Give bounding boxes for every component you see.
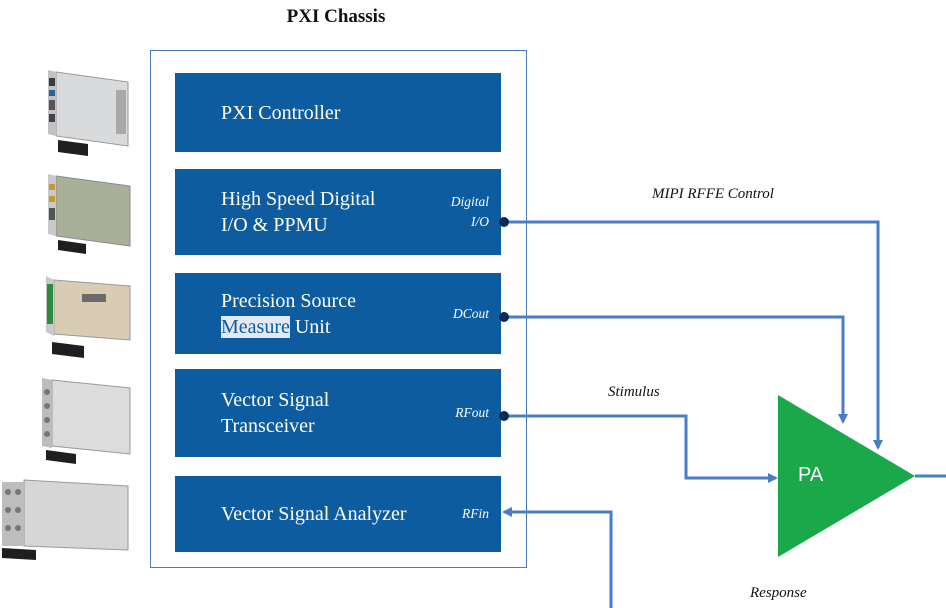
mipi-rffe-label: MIPI RFFE Control xyxy=(652,186,774,202)
module-precision-smu: Precision Source Measure Unit DCout xyxy=(175,273,501,354)
pxi-chassis-frame xyxy=(150,50,527,568)
module-name-line: I/O & PPMU xyxy=(221,214,328,236)
module-vector-signal-transceiver: Vector Signal Transceiver RFout xyxy=(175,369,501,457)
module-name-rest: Unit xyxy=(289,315,331,338)
vsa-card-image xyxy=(0,476,132,560)
stimulus-label: Stimulus xyxy=(608,384,660,400)
smu-card-image xyxy=(40,270,136,362)
port-label-digital-io: I/O xyxy=(471,214,489,229)
port-label-digital-io: Digital xyxy=(450,194,489,209)
port-label-rfout: RFout xyxy=(455,405,489,420)
pa-label: PA xyxy=(798,464,824,486)
port-dot-digital-io xyxy=(499,217,509,227)
pa-amplifier-triangle xyxy=(778,395,915,557)
digital-io-card-image xyxy=(42,168,138,256)
stimulus-wire xyxy=(506,414,778,483)
module-name-line: Precision Source xyxy=(221,289,356,312)
module-name: Vector Signal Analyzer xyxy=(221,503,407,525)
vst-card-image xyxy=(36,374,136,466)
module-name-highlight: Measure xyxy=(221,315,290,338)
module-high-speed-digital-io: High Speed Digital I/O & PPMU Digital I/… xyxy=(175,169,501,255)
port-label-dcout: DCout xyxy=(452,305,489,321)
module-name-line: Vector Signal xyxy=(221,389,330,411)
module-pxi-controller: PXI Controller xyxy=(175,73,501,152)
controller-card-image xyxy=(40,66,140,160)
response-label: Response xyxy=(750,585,807,601)
dc-supply-wire xyxy=(506,315,848,424)
port-label-rfin: RFin xyxy=(462,506,489,521)
port-dot-dcout xyxy=(499,312,509,322)
port-dot-rfout xyxy=(499,411,509,421)
response-wire xyxy=(502,507,613,608)
module-name-line: High Speed Digital xyxy=(221,188,376,210)
module-vector-signal-analyzer: Vector Signal Analyzer RFin xyxy=(175,476,501,552)
chassis-title: PXI Chassis xyxy=(286,6,386,27)
mipi-control-wire xyxy=(506,220,883,450)
module-name: PXI Controller xyxy=(221,101,341,124)
module-name-line: Transceiver xyxy=(221,415,315,437)
